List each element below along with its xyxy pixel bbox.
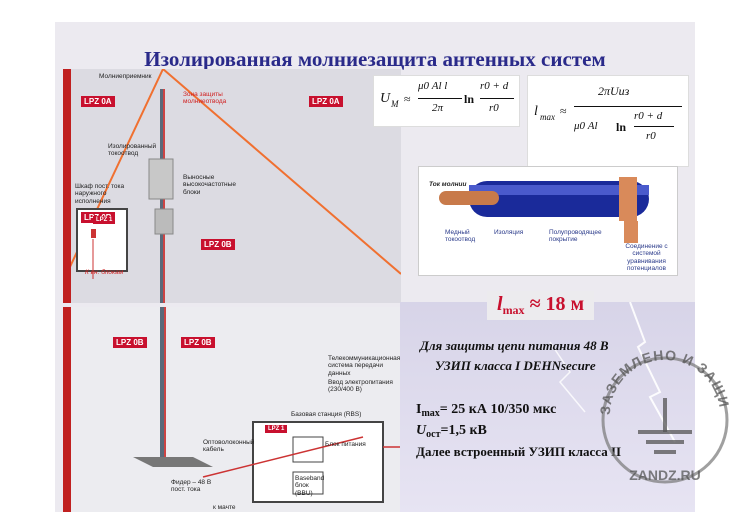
lpz-label: LPZ 0B	[201, 239, 235, 250]
bottom-diagram-drawing	[133, 307, 401, 503]
imax-rest: = 25 кА 10/350 мкс	[439, 402, 557, 417]
spd-small	[91, 229, 96, 238]
svg-text:ЗАЗЕМЛЕНО И ЗАЩИЩЕНО: ЗАЗЕМЛЕНО И ЗАЩИЩЕНО	[590, 340, 733, 415]
copper-core	[439, 191, 499, 205]
approx-sign: ≈	[404, 92, 411, 106]
stamp-arc-text: ЗАЗЕМЛЕНО И ЗАЩИЩЕНО	[590, 340, 732, 415]
base-station-label: Базовая станция (RBS)	[291, 411, 362, 418]
zone-line-left	[63, 69, 164, 285]
ln-sign: ln	[464, 92, 475, 106]
lpz-label: LPZ 1	[93, 216, 116, 224]
fiber-label: Оптоволоконный кабель	[203, 439, 255, 454]
lmax-ln-den: r0	[646, 130, 656, 142]
bottom-diagram: LPZ 0B LPZ 0B LPZ 1 Телекоммуникационная…	[63, 307, 401, 512]
lmax-ln-num: r0 + d	[634, 110, 663, 122]
stamp-site: ZANDZ.RU	[629, 467, 701, 483]
conductor-bottom	[164, 307, 166, 457]
formula-lmax: l max ≈ 2πUиз μ0 Al ln r0 + d r0	[527, 75, 689, 167]
lmax-den-a: μ0 Al	[574, 120, 598, 132]
to-mast-label: к мачте	[213, 504, 236, 511]
clamp-tail	[624, 221, 638, 243]
rf-unit	[148, 158, 174, 200]
psu-box	[292, 436, 324, 463]
lpz-label: LPZ 0A	[81, 96, 115, 107]
text-line-5: Далее встроенный УЗИП класса II	[416, 444, 622, 459]
page-title: Изолированная молниезащита антенных сист…	[144, 47, 606, 71]
dc-cabinet-label: Шкаф пост. тока наружного исполнения	[75, 183, 125, 205]
fraction-bar	[634, 126, 674, 127]
um-num: μ0 Al l	[418, 80, 448, 92]
rf-units-label: Выносные высокочастотные блоки	[183, 174, 236, 196]
protection-zone-label: Зона защиты молниеотвода	[183, 91, 227, 106]
lpz-label: LPZ 0A	[309, 96, 343, 107]
ln-sign: ln	[616, 120, 627, 134]
um-ln-den: r0	[489, 102, 499, 114]
slide: Изолированная молниезащита антенных сист…	[55, 22, 695, 512]
um-den: 2π	[432, 102, 444, 114]
text-line-4: Uост=1,5 кВ	[416, 423, 487, 440]
lpz-label: LPZ 0B	[181, 337, 215, 348]
bbu-label: Baseband блок (BBU)	[295, 475, 325, 497]
lmax-lhs: l	[534, 104, 538, 119]
text-line-1: Для защиты цепи питания 48 В	[420, 338, 609, 353]
mast-bottom	[160, 307, 165, 457]
insulation-highlight	[469, 185, 649, 195]
lmax-subscript: max	[502, 303, 525, 317]
semicond-label: Полупроводящее покрытие	[549, 229, 602, 244]
lpz-label: LPZ 1	[265, 425, 288, 433]
bbu-box	[292, 471, 324, 495]
power-input-label: Ввод электропитания (230/400 В)	[328, 379, 393, 394]
cable-drawing	[439, 177, 649, 243]
fraction-bar	[418, 98, 462, 99]
um-lhs: U	[380, 91, 391, 106]
lpz-label: LPZ 0B	[113, 337, 147, 348]
fraction-bar	[574, 106, 682, 107]
lmax-symbol: l	[497, 293, 503, 315]
current-label: Ток молнии	[429, 181, 467, 188]
rf-unit-2	[154, 208, 174, 235]
lmax-num: 2πUиз	[598, 84, 630, 98]
uost-rest: =1,5 кВ	[440, 423, 487, 438]
formula-um: U M ≈ μ0 Al l 2π ln r0 + d r0	[373, 75, 520, 127]
clamp	[619, 177, 637, 221]
zone-line-right	[162, 69, 401, 275]
feeder-line	[202, 436, 364, 478]
bonding-label: Соединение с системой уравнивания потенц…	[625, 243, 668, 273]
text-line-2: УЗИП класса I DEHNsecure	[435, 358, 596, 373]
lmax-sub: max	[540, 112, 555, 122]
left-bar	[63, 69, 71, 303]
feeder-label: Фидер – 48 В пост. тока	[171, 479, 212, 494]
um-sub: M	[391, 99, 399, 109]
telecom-label: Телекоммуникационная система передачи да…	[328, 355, 401, 377]
text-line-3: Imax= 25 кА 10/350 мкс	[416, 402, 556, 419]
insulated-conductor-label: Изолированный токоотвод	[108, 143, 157, 158]
uost-symbol: U	[416, 423, 427, 438]
imax-symbol: I	[416, 402, 422, 417]
lmax-result: lmax ≈ 18 м	[487, 291, 595, 320]
cable-diagram: Ток молнии Медный токоотвод Изоляция Пол…	[418, 166, 678, 276]
insulation-label: Изоляция	[494, 229, 524, 236]
uost-sub: ост	[426, 429, 441, 440]
imax-sub: max	[421, 408, 440, 419]
lmax-value: ≈ 18 м	[529, 293, 585, 315]
lightning-bolts	[549, 302, 676, 443]
um-ln-num: r0 + d	[480, 80, 509, 92]
lightning-background	[400, 302, 695, 512]
fraction-bar	[480, 98, 514, 99]
copper-label: Медный токоотвод	[445, 229, 476, 244]
left-bar-2	[63, 307, 71, 512]
air-terminal-label: Молниеприемник	[99, 73, 152, 80]
mast-base	[133, 457, 213, 467]
to-units-label: К вн. блокам	[85, 269, 124, 276]
top-diagram: Молниеприемник Зона защиты молниеотвода …	[63, 69, 401, 303]
psu-label: Блок питания	[325, 441, 366, 448]
approx-sign: ≈	[560, 104, 567, 118]
zandz-stamp: ЗАЗЕМЛЕНО И ЗАЩИЩЕНО ZANDZ.RU	[590, 340, 733, 484]
